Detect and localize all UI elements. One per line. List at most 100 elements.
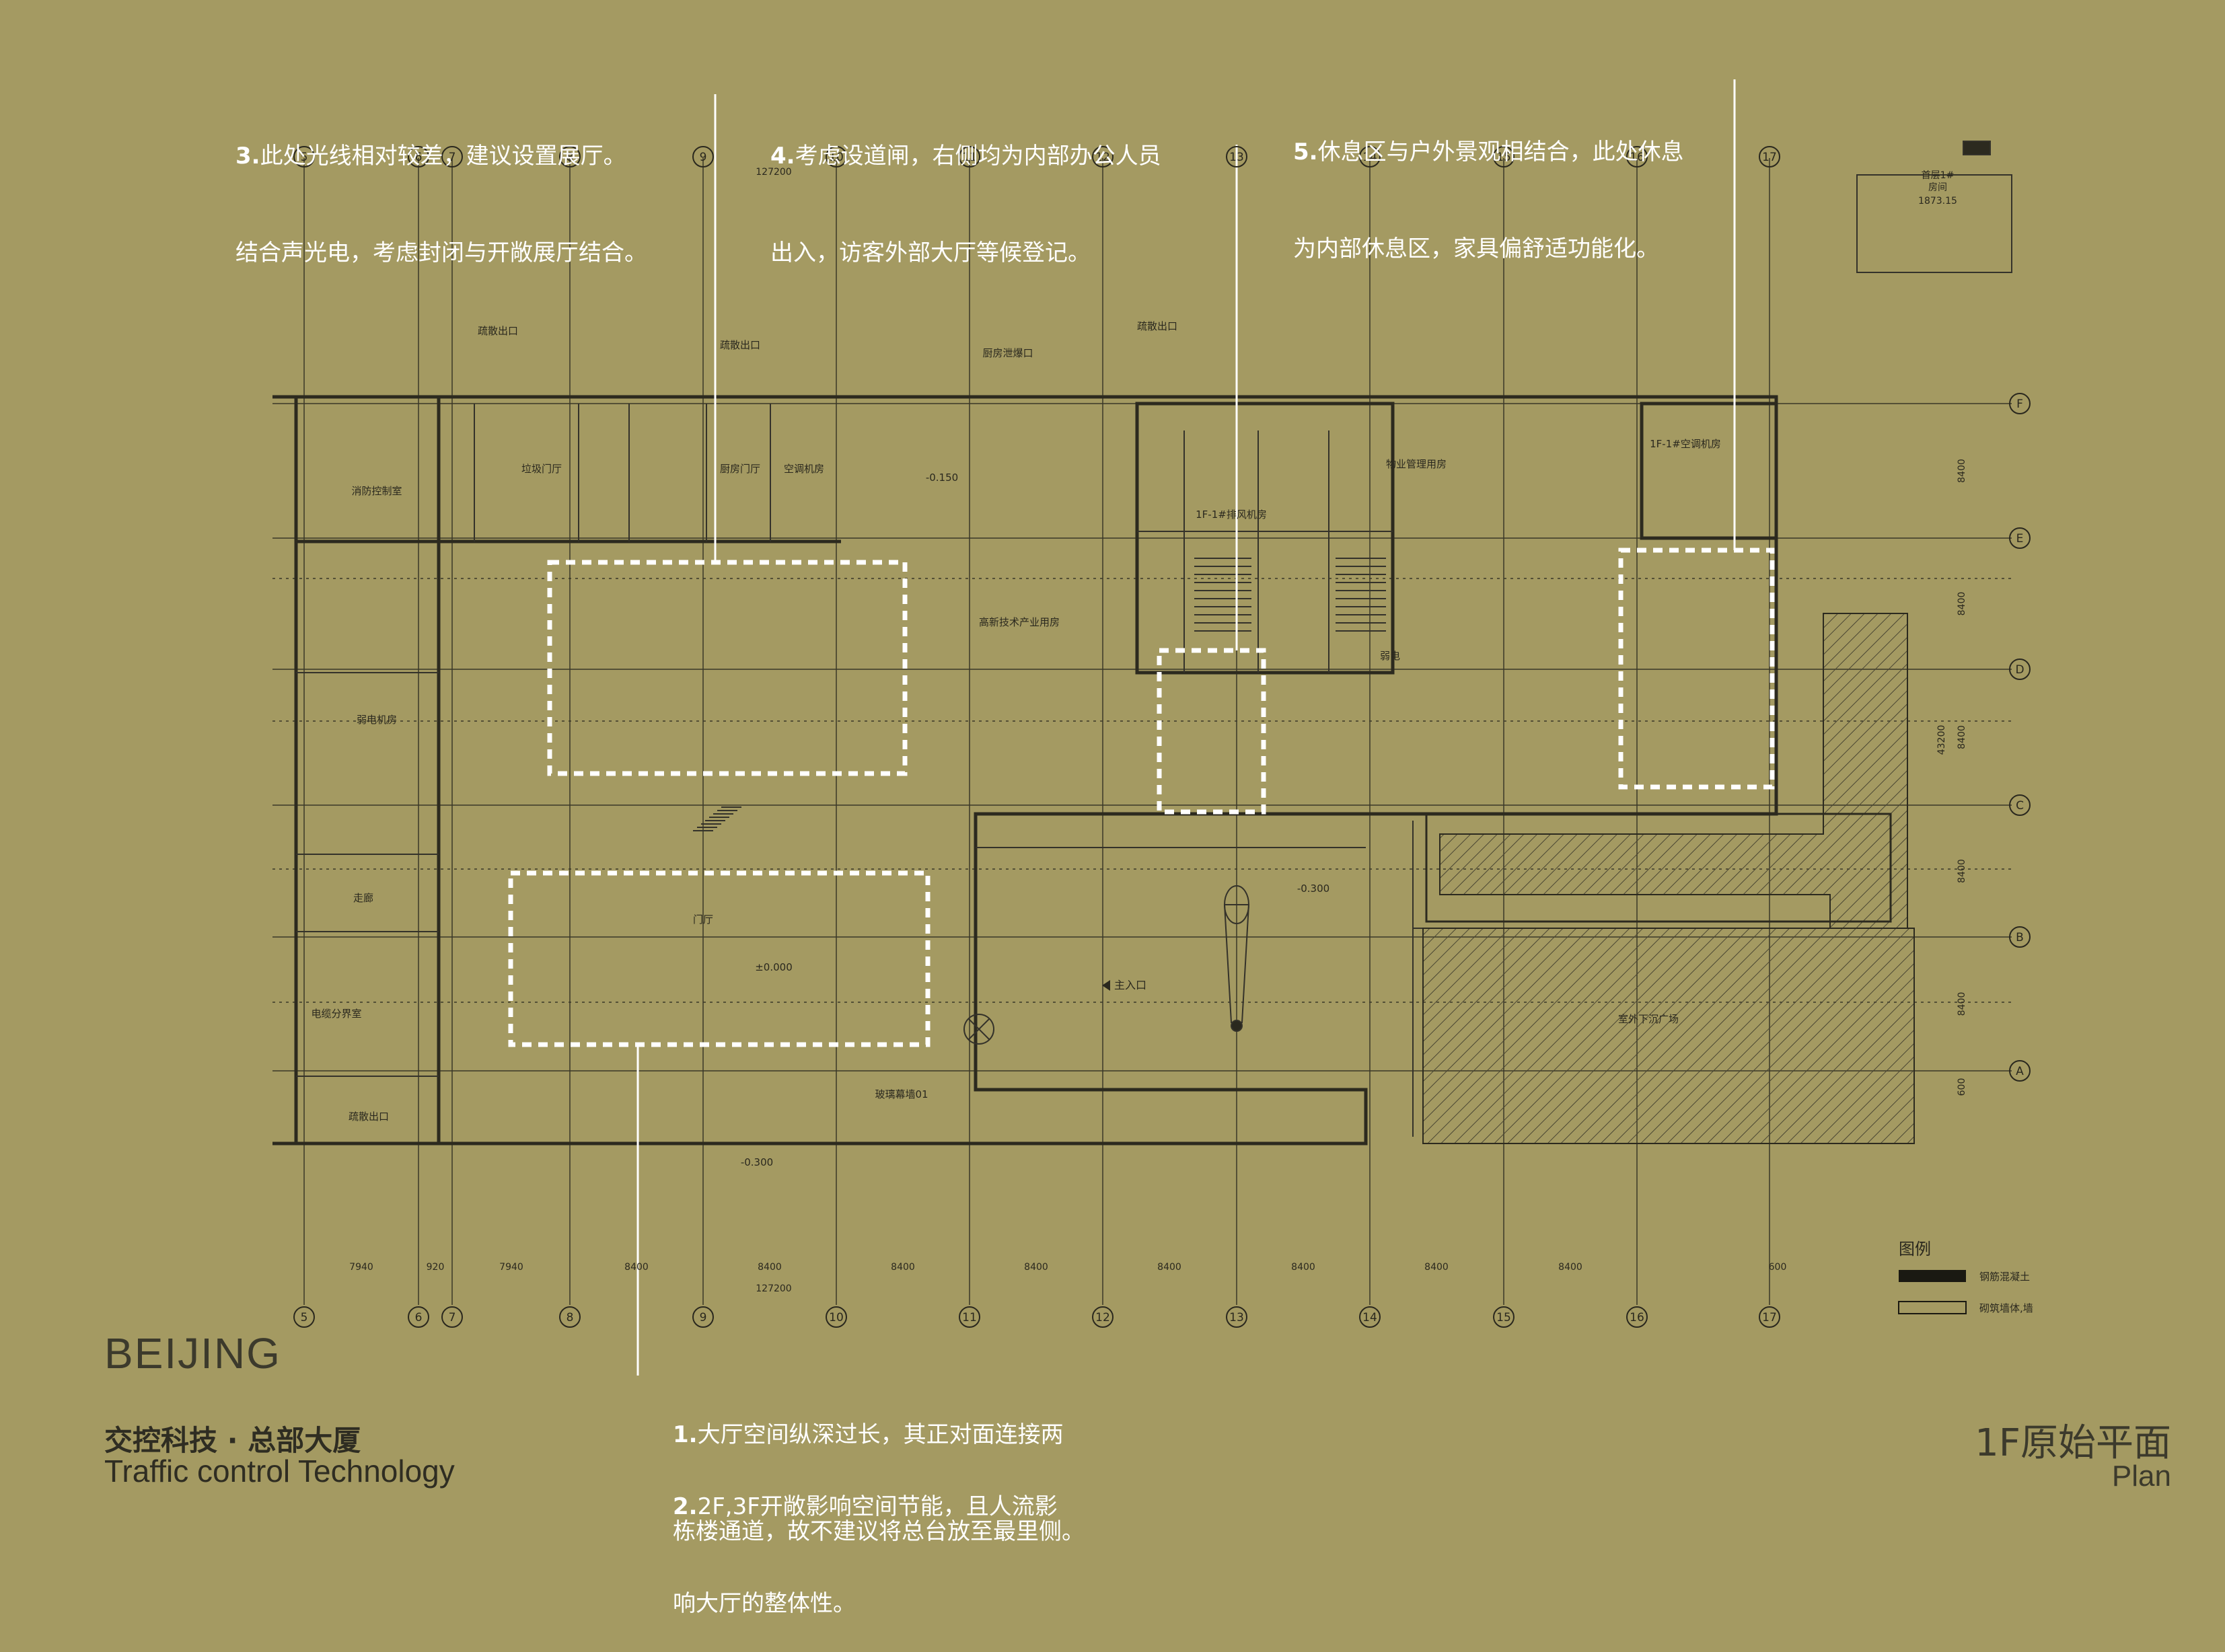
bay-dim: 600 bbox=[1769, 1262, 1787, 1273]
bay-dim: 8400 bbox=[891, 1262, 915, 1273]
room-label: 玻璃幕墙01 bbox=[875, 1088, 928, 1100]
column-label: 6 bbox=[415, 151, 423, 164]
column-label: 12 bbox=[1095, 1311, 1110, 1324]
column-bubble bbox=[408, 146, 429, 167]
column-bubble bbox=[692, 146, 714, 167]
column-bubble bbox=[826, 146, 847, 167]
note-1: 1.大厅空间纵深过长，其正对面连接两 栋楼通道，故不建议将总台放至最里侧。 bbox=[673, 1354, 1085, 1580]
highlight-zones bbox=[508, 548, 1775, 1047]
room-label: 弱电机房 bbox=[357, 714, 397, 726]
note-4-line1: 考虑设道闸，右侧均为内部办公人员 bbox=[795, 143, 1161, 170]
column-bubble bbox=[826, 1306, 847, 1328]
column-label: 6 bbox=[415, 1311, 423, 1324]
column-label: 5 bbox=[301, 1311, 308, 1324]
annotation-leaders bbox=[636, 79, 1736, 1376]
highlight-zone bbox=[1618, 548, 1775, 790]
legend-swatch-concrete bbox=[1899, 1270, 1966, 1282]
room-label: -0.150 bbox=[926, 472, 958, 484]
column-label: 10 bbox=[829, 151, 844, 164]
room-label: 高新技术产业用房 bbox=[979, 616, 1060, 628]
room-label: 疏散出口 bbox=[478, 325, 518, 337]
row-bubble bbox=[2009, 794, 2031, 816]
plaza-lower-hatch bbox=[1422, 928, 1915, 1144]
note-5: 5.休息区与户外景观相结合，此处休息 为内部休息区，家具偏舒适功能化。 bbox=[1293, 71, 1684, 297]
plaza-edge bbox=[1425, 813, 1892, 923]
room-label: 1F-1#空调机房 bbox=[1650, 438, 1721, 450]
row-dim: 8400 bbox=[1957, 992, 1967, 1016]
row-label: F bbox=[2016, 398, 2023, 411]
room-label: 消防控制室 bbox=[351, 485, 402, 497]
row-bubble bbox=[2009, 1060, 2031, 1082]
column-label: 10 bbox=[829, 1311, 844, 1324]
note-4: 4.考虑设道闸，右侧均为内部办公人员 出入，访客外部大厅等候登记。 bbox=[770, 75, 1161, 301]
axis-labels: 5566778899101011111212131314141515161617… bbox=[293, 146, 2031, 1328]
note-1-line2: 栋楼通道，故不建议将总台放至最里侧。 bbox=[673, 1518, 1085, 1545]
column-bubble bbox=[559, 1306, 581, 1328]
room-label: 疏散出口 bbox=[1137, 320, 1177, 332]
note-3-line1: 此处光线相对较差，建议设置展厅。 bbox=[260, 143, 626, 170]
column-bubble bbox=[293, 1306, 315, 1328]
pendant-body bbox=[1223, 904, 1250, 1023]
row-label: A bbox=[2016, 1065, 2024, 1078]
walls bbox=[272, 395, 1778, 1146]
column-label: 16 bbox=[1630, 1311, 1644, 1324]
column-bubble bbox=[1226, 1306, 1247, 1328]
column-label: 8 bbox=[567, 1311, 574, 1324]
column-bubble bbox=[441, 146, 463, 167]
overall-dim-top: 127200 bbox=[756, 167, 791, 178]
bay-dim: 8400 bbox=[624, 1262, 649, 1273]
column-bubble bbox=[1092, 146, 1114, 167]
note-2-line1: 2F,3F开敞影响空间节能，且人流影 bbox=[697, 1493, 1058, 1520]
room-label: 垃圾门厅 bbox=[521, 463, 562, 475]
room-label: 空调机房 bbox=[784, 463, 824, 475]
room-label: 走廊 bbox=[353, 892, 373, 904]
column-bubble bbox=[1626, 146, 1648, 167]
note-3: 3.此处光线相对较差，建议设置展厅。 结合声光电，考虑封闭与开敞展厅结合。 bbox=[235, 75, 647, 301]
ac-room-wall bbox=[1640, 402, 1778, 540]
revolving-door-x2 bbox=[968, 1018, 990, 1040]
column-bubble bbox=[1759, 146, 1780, 167]
note-5-num: 5. bbox=[1293, 139, 1318, 165]
column-bubble bbox=[1359, 146, 1381, 167]
room-label: -0.300 bbox=[741, 1156, 773, 1168]
total-depth-dim: 43200 bbox=[1936, 725, 1947, 755]
row-dim: 8400 bbox=[1957, 459, 1967, 483]
room-label: 疏散出口 bbox=[349, 1111, 389, 1123]
column-bubble bbox=[1493, 1306, 1515, 1328]
row-bubble bbox=[2009, 659, 2031, 680]
row-label: B bbox=[2016, 931, 2024, 944]
main-entrance-label: 主入口 bbox=[1114, 979, 1146, 991]
room-label: 室外下沉广场 bbox=[1618, 1013, 1679, 1025]
note-2-line2: 响大厅的整体性。 bbox=[673, 1590, 856, 1617]
room-labels: 消防控制室垃圾门厅厨房门厅空调机房弱电机房走廊电缆分界室门厅高新技术产业用房物业… bbox=[311, 170, 1957, 1168]
column-label: 9 bbox=[700, 1311, 707, 1324]
note-5-line2: 为内部休息区，家具偏舒适功能化。 bbox=[1293, 235, 1659, 262]
row-label: D bbox=[2015, 663, 2024, 677]
row-dim: 8400 bbox=[1957, 859, 1967, 883]
room-label: 厨房泄爆口 bbox=[982, 347, 1033, 359]
room-label: 电缆分界室 bbox=[311, 1008, 361, 1020]
note-3-num: 3. bbox=[235, 143, 260, 170]
column-label: 17 bbox=[1762, 1311, 1777, 1324]
central-core bbox=[1135, 402, 1395, 675]
column-label: 12 bbox=[1095, 151, 1110, 164]
legend-item-masonry: 砌筑墙体,墙 bbox=[1979, 1302, 2033, 1314]
sheet-title: 1F原始平面 bbox=[1975, 1421, 2171, 1465]
row-label: C bbox=[2016, 799, 2024, 813]
room-label: 1F-1#排风机房 bbox=[1196, 509, 1267, 521]
column-bubble bbox=[959, 1306, 980, 1328]
sunken-plaza-hatch bbox=[1422, 613, 1915, 1144]
brand-company-cn: 交控科技 · 总部大厦 bbox=[104, 1424, 361, 1457]
row-bubble bbox=[2009, 527, 2031, 549]
key-plan-marker bbox=[1963, 141, 1991, 155]
column-label: 5 bbox=[301, 151, 308, 164]
key-plan-label: 首层1# bbox=[1922, 170, 1955, 181]
column-label: 13 bbox=[1229, 1311, 1244, 1324]
bay-dim: 8400 bbox=[758, 1262, 782, 1273]
room-label: 厨房门厅 bbox=[720, 463, 760, 475]
column-label: 8 bbox=[567, 151, 574, 164]
bay-dim: 8400 bbox=[1157, 1262, 1181, 1273]
row-label: E bbox=[2016, 532, 2024, 546]
column-bubble bbox=[692, 1306, 714, 1328]
